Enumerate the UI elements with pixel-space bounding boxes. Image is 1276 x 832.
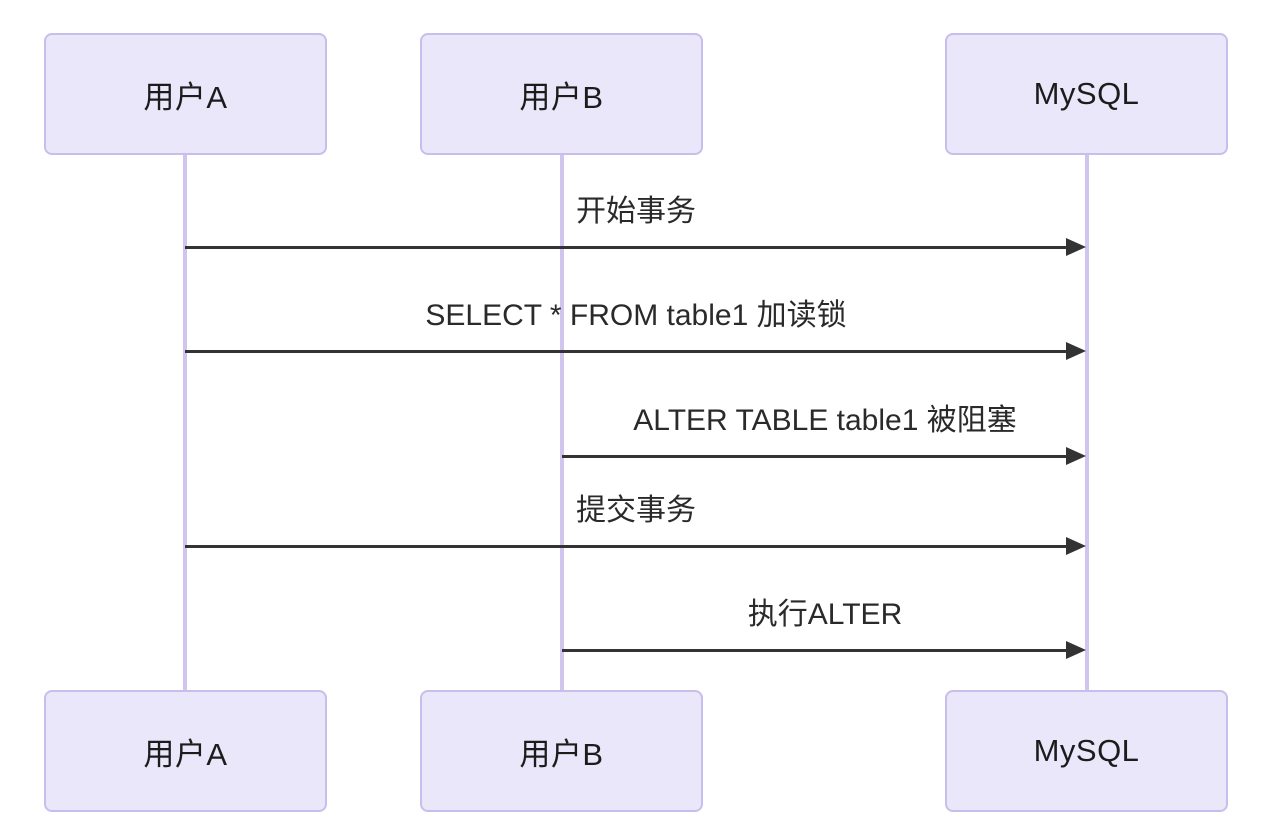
message-label-commit-transaction: 提交事务 xyxy=(576,494,696,527)
lifeline-mysql xyxy=(1085,155,1089,690)
message-arrow-begin-transaction xyxy=(185,246,1066,249)
message-arrow-commit-transaction xyxy=(185,545,1066,548)
actor-box-mysql-top: MySQL xyxy=(945,33,1228,155)
actor-box-userA-top: 用户A xyxy=(44,33,327,155)
arrowhead-icon xyxy=(1066,342,1086,360)
actor-label-userA: 用户A xyxy=(143,79,228,115)
actor-label-mysql: MySQL xyxy=(1033,76,1140,111)
arrowhead-icon xyxy=(1066,447,1086,465)
actor-label-userA: 用户A xyxy=(143,736,228,772)
message-label-alter-blocked: ALTER TABLE table1 被阻塞 xyxy=(633,404,1017,437)
actor-box-userB-bottom: 用户B xyxy=(420,690,703,812)
actor-box-userB-top: 用户B xyxy=(420,33,703,155)
message-arrow-alter-blocked xyxy=(562,455,1066,458)
arrowhead-icon xyxy=(1066,641,1086,659)
lifeline-userB xyxy=(560,155,564,690)
message-label-select-read-lock: SELECT * FROM table1 加读锁 xyxy=(425,299,847,332)
message-arrow-execute-alter xyxy=(562,649,1066,652)
actor-label-mysql: MySQL xyxy=(1033,733,1140,768)
message-label-begin-transaction: 开始事务 xyxy=(576,195,696,228)
lifeline-userA xyxy=(183,155,187,690)
message-label-execute-alter: 执行ALTER xyxy=(747,598,903,631)
arrowhead-icon xyxy=(1066,238,1086,256)
actor-label-userB: 用户B xyxy=(519,736,604,772)
arrowhead-icon xyxy=(1066,537,1086,555)
actor-box-userA-bottom: 用户A xyxy=(44,690,327,812)
message-arrow-select-read-lock xyxy=(185,350,1066,353)
actor-box-mysql-bottom: MySQL xyxy=(945,690,1228,812)
actor-label-userB: 用户B xyxy=(519,79,604,115)
